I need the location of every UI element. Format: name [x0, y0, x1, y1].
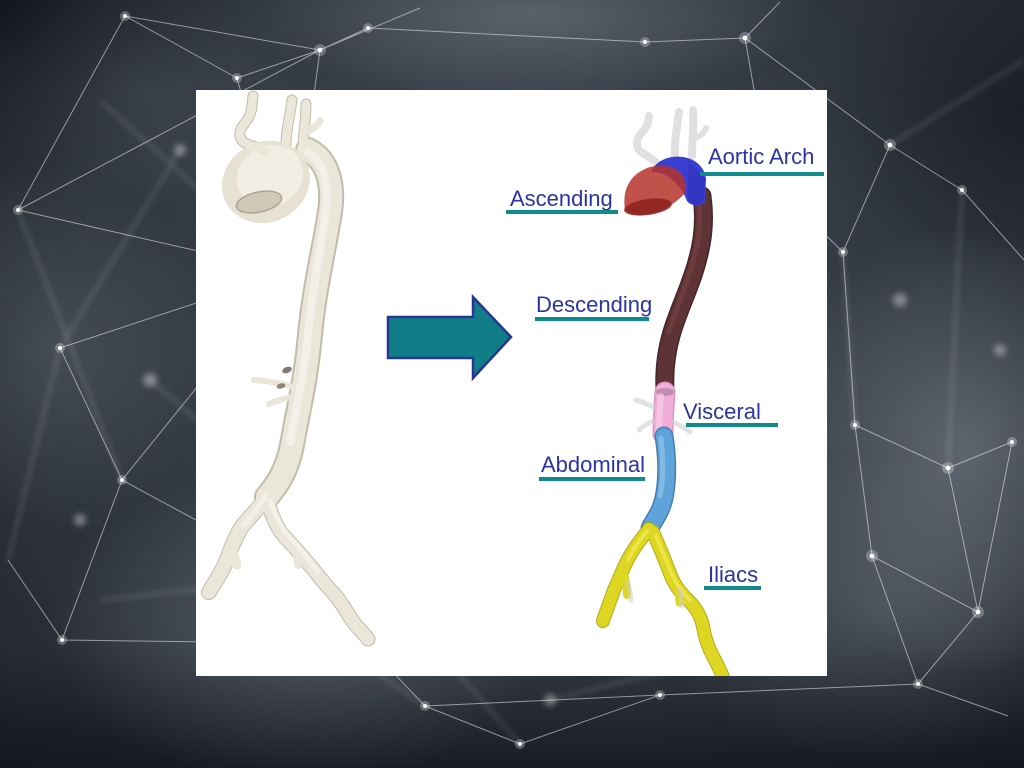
segment-abdominal	[640, 426, 677, 538]
label-ascending-text: Ascending	[510, 186, 613, 211]
label-aortic-arch-text: Aortic Arch	[708, 144, 815, 169]
segment-iliacs	[596, 522, 730, 676]
segmented-aorta-model	[596, 106, 730, 676]
label-iliacs: Iliacs	[704, 562, 761, 590]
figure-panel: Aortic Arch Ascending Descending Viscera…	[196, 90, 827, 676]
unsegmented-aorta-model	[201, 90, 376, 647]
label-iliacs-text: Iliacs	[708, 562, 759, 587]
label-visceral-underline	[686, 423, 778, 427]
transform-arrow	[386, 293, 513, 382]
label-visceral: Visceral	[683, 399, 778, 427]
aorta-figure-canvas	[201, 90, 730, 676]
label-descending-underline	[535, 317, 649, 321]
label-abdominal-underline	[539, 477, 645, 481]
label-visceral-text: Visceral	[683, 399, 761, 424]
segment-descending	[655, 186, 713, 400]
label-ascending-underline	[506, 210, 618, 214]
label-ascending: Ascending	[506, 186, 618, 214]
label-abdominal-text: Abdominal	[541, 452, 645, 477]
label-iliacs-underline	[704, 586, 761, 590]
label-descending-text: Descending	[536, 292, 653, 317]
label-aortic-arch: Aortic Arch	[700, 144, 824, 176]
arch-branches-translucent	[632, 106, 709, 168]
label-abdominal: Abdominal	[539, 452, 645, 481]
label-aortic-arch-underline	[700, 172, 824, 176]
label-descending: Descending	[535, 292, 653, 321]
segment-ascending	[624, 165, 686, 216]
